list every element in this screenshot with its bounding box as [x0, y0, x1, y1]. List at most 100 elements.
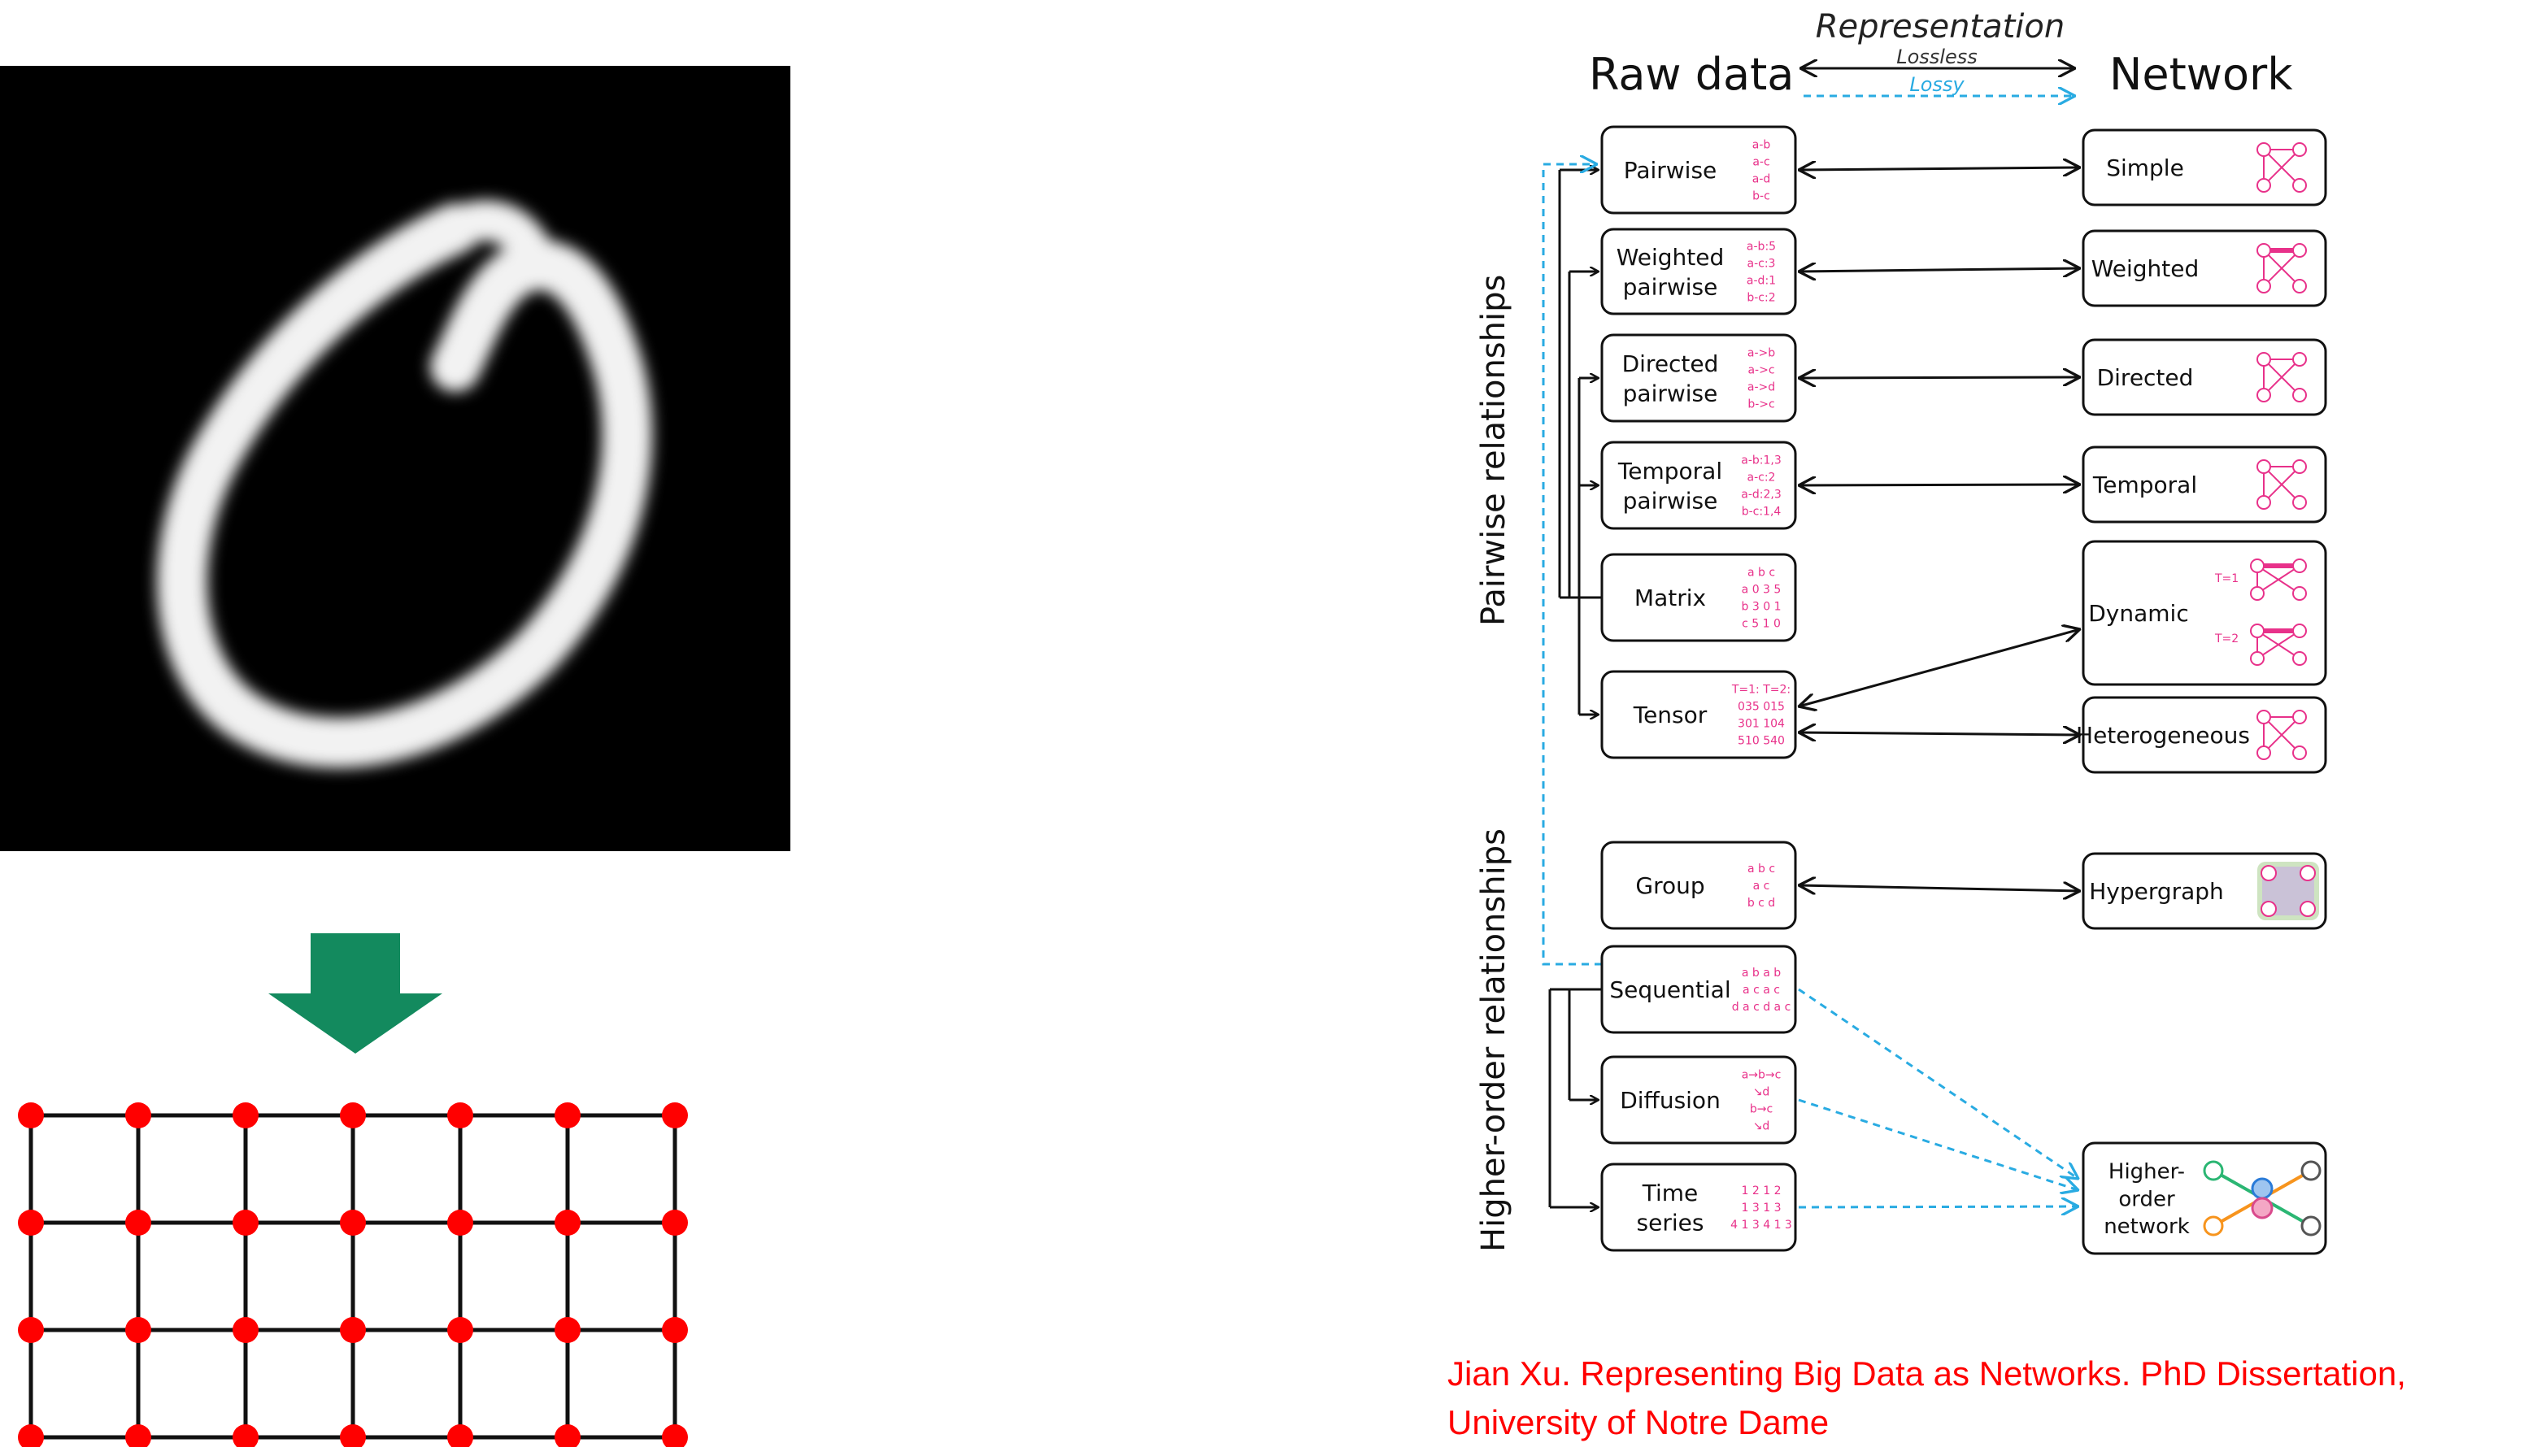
grid-node: [662, 1210, 688, 1236]
raw-node-sample-data: a-b:1,3a-c:2a-d:2,3b-c:1,4: [1741, 454, 1782, 519]
sample-data-line: a 0 3 5: [1742, 584, 1782, 597]
weighted-network-icon: [2256, 243, 2307, 293]
sample-data-line: b->c: [1747, 398, 1774, 411]
citation: Jian Xu. Representing Big Data as Networ…: [1447, 1350, 2504, 1447]
node-label: Directed: [2097, 364, 2194, 391]
grid-node: [18, 1210, 44, 1236]
raw-node-group: Group a b ca cb c d: [1600, 841, 1797, 930]
mini-node: [2256, 352, 2271, 367]
mini-node: [2292, 178, 2307, 193]
sample-data-line: a b c: [1747, 863, 1775, 876]
grid-node: [125, 1102, 151, 1128]
lossy-bracket-sequential-to-pairwise: [1542, 164, 1602, 966]
lossy-label: Lossy: [1909, 73, 1965, 96]
grid-node: [447, 1210, 473, 1236]
sample-data-line: ↘d: [1753, 1120, 1770, 1133]
higher-order-relationships-label: Higher-order relationships: [1475, 828, 1512, 1252]
down-arrow-icon: [268, 933, 442, 1054]
sample-data-line: a c a c: [1743, 984, 1780, 997]
raw-node-sample-data: a b ca cb c d: [1747, 863, 1775, 910]
sample-data-line: 510 540: [1738, 735, 1785, 748]
mini-node: [2292, 279, 2307, 293]
sample-data-line: b c d: [1747, 897, 1775, 910]
sample-data-line: c 5 1 0: [1742, 618, 1781, 631]
node-label: Time: [1642, 1180, 1699, 1206]
sample-data-line: a-b:5: [1747, 241, 1776, 254]
grid-node: [18, 1102, 44, 1128]
mini-node: [2250, 586, 2265, 601]
mini-edge: [2263, 149, 2300, 186]
node-label: Group: [1635, 872, 1704, 899]
net-node-weighted: Weighted: [2082, 229, 2327, 307]
mini-node: [2292, 710, 2307, 724]
grid-node: [125, 1317, 151, 1343]
grid-node: [447, 1317, 473, 1343]
sample-data-line: a->c: [1747, 364, 1774, 377]
sample-data-line: a-b:1,3: [1741, 454, 1782, 467]
handwritten-zero-drawing: [0, 66, 790, 851]
mini-node: [2292, 495, 2307, 510]
lossy-link-time-series-to-higher-order-network: [1798, 1206, 2078, 1207]
sample-data-line: b-c: [1752, 190, 1770, 203]
grid-node: [340, 1317, 366, 1343]
grid-node: [125, 1424, 151, 1447]
node-label: Directed: [1622, 350, 1719, 377]
time-annotation: T=1: [2214, 572, 2239, 585]
lossless-link-tensor-to-dynamic: [1799, 629, 2080, 706]
node-label: Matrix: [1634, 585, 1706, 611]
grid-node: [555, 1210, 581, 1236]
sample-data-line: a-c: [1752, 156, 1769, 169]
node-label: pairwise: [1623, 380, 1718, 406]
net-node-simple: Simple: [2082, 128, 2327, 206]
mini-node: [2292, 388, 2307, 402]
raw-node-sample-data: 1 2 1 21 3 1 34 1 3 4 1 3: [1730, 1184, 1792, 1232]
sample-data-line: a-d:1: [1747, 275, 1776, 288]
raw-node-sample-data: a-b:5a-c:3a-d:1b-c:2: [1747, 241, 1776, 305]
mini-node: [2256, 459, 2271, 474]
grid-node: [233, 1210, 259, 1236]
mini-node: [2256, 279, 2271, 293]
grid-node: [233, 1317, 259, 1343]
sample-data-line: a-b: [1752, 139, 1771, 152]
grid-node: [662, 1102, 688, 1128]
node-label: Diffusion: [1620, 1087, 1721, 1114]
raw-node-sample-data: a→b→c ↘db→c ↘d: [1742, 1069, 1782, 1133]
sample-data-line: a->d: [1747, 381, 1775, 394]
grid-node: [18, 1317, 44, 1343]
grid-node: [447, 1424, 473, 1447]
grid-node: [233, 1102, 259, 1128]
simple-network-icon: [2256, 142, 2307, 193]
sample-data-line: 4 1 3 4 1 3: [1730, 1219, 1792, 1232]
sample-data-line: T=1: T=2:: [1731, 684, 1791, 697]
mini-edge: [2256, 565, 2300, 594]
mini-node: [2292, 586, 2307, 601]
node-label: Weighted: [2091, 255, 2200, 282]
grid-node: [340, 1102, 366, 1128]
mnist-digit-image: [0, 66, 790, 851]
node-label: Simple: [2106, 154, 2184, 181]
grid-node: [125, 1210, 151, 1236]
mini-edge: [2263, 466, 2300, 503]
mini-node: [2250, 624, 2265, 638]
pairwise-relationships-label: Pairwise relationships: [1475, 275, 1512, 626]
citation-line-1: Jian Xu. Representing Big Data as Networ…: [1447, 1354, 2406, 1393]
grid-node: [18, 1424, 44, 1447]
mini-node: [2292, 243, 2307, 258]
representation-title: Representation: [1816, 8, 2065, 46]
node-label: Higher-: [2108, 1160, 2185, 1184]
time-annotation: T=2: [2214, 632, 2239, 645]
mini-node: [2256, 745, 2271, 760]
sample-data-line: b→c: [1750, 1103, 1773, 1116]
mini-node: [2292, 558, 2307, 573]
lossless-link-group-to-hypergraph: [1799, 885, 2080, 891]
lossless-link-tensor-to-heterogeneous: [1799, 732, 2080, 735]
mini-node: [2256, 495, 2271, 510]
node-label: Heterogeneous: [2076, 722, 2250, 749]
